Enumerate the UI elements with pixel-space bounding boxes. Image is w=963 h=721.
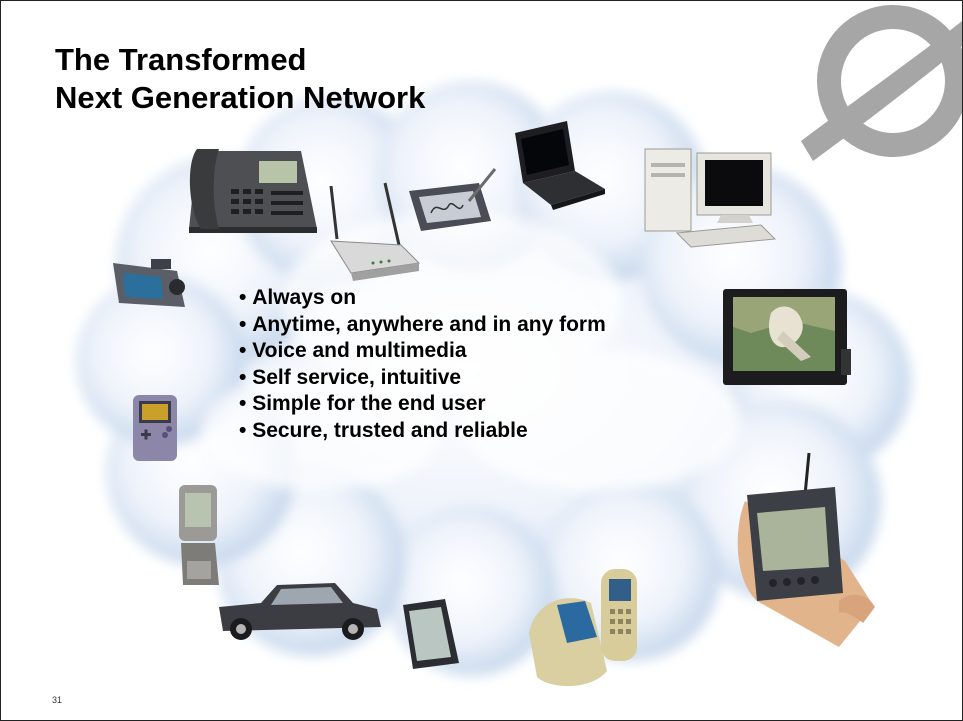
nortel-globe-logo-icon [801,5,962,161]
bullet-item: Secure, trusted and reliable [239,418,606,445]
mobile-phones-icon [529,569,637,687]
title-line-1: The Transformed [55,42,307,77]
television-icon [723,289,851,385]
title-line-2: Next Generation Network [55,80,426,115]
bullet-item: Self service, intuitive [239,365,606,392]
bullet-item: Always on [239,285,606,312]
bullet-list: Always on Anytime, anywhere and in any f… [239,285,606,444]
bullet-item: Voice and multimedia [239,338,606,365]
wireless-router-icon [329,182,421,281]
desk-phone-icon [189,149,317,233]
game-boy-icon [133,395,177,461]
digital-camera-icon [113,259,185,307]
bullet-item: Simple for the end user [239,391,606,418]
laptop-icon [515,121,605,210]
slide-title: The Transformed Next Generation Network [55,41,425,117]
flip-phone-icon [179,485,219,585]
bullet-item: Anytime, anywhere and in any form [239,312,606,339]
e-book-reader-icon [403,599,459,669]
page-number: 31 [52,695,63,705]
car-icon [219,583,381,640]
pda-in-hand-icon [737,452,875,647]
desktop-computer-icon [644,148,777,248]
pen-tablet-icon [409,168,497,231]
